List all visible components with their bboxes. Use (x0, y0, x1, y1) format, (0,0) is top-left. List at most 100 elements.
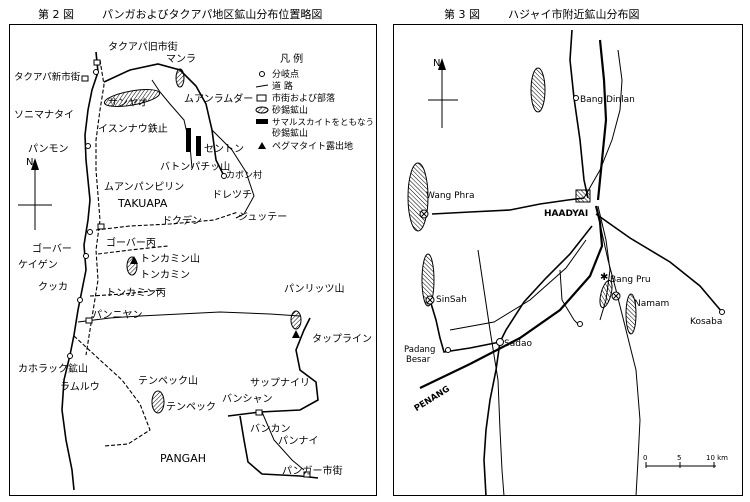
mine-north (530, 67, 546, 113)
river-fig2 (77, 311, 301, 323)
figure-3-map: N (404, 29, 728, 497)
north-label-fig2: N (26, 157, 33, 168)
mine-namam (625, 293, 637, 335)
town-pangamachi (303, 471, 311, 478)
label-kosaba: Kosaba (690, 317, 722, 327)
label-gobasan: ゴーバー丙 (106, 236, 156, 249)
town-padang (445, 347, 451, 353)
railway-south (599, 223, 641, 497)
town-tak-old (93, 59, 101, 66)
label-ismo: イスンナウ鉄止 (98, 122, 168, 135)
label-pannai: パンナイ (278, 435, 319, 447)
figure-2-caption: パンガおよびタクアパ地区鉱山分布位置略図 (102, 8, 323, 21)
label-namam: Namam (634, 299, 669, 309)
label-sanyao: サンヤオ (108, 97, 148, 109)
kabon-road-fig2 (211, 129, 255, 219)
label-penang: PENANG (413, 384, 452, 414)
railway-padang-link (449, 239, 587, 331)
east-road-fig2 (103, 63, 225, 177)
road-south-alt (559, 269, 581, 327)
town-haadyai (575, 189, 591, 203)
label-tonkamin-hei: トンカミン丙 (106, 287, 166, 299)
label-bang-dinlan: Bang Dinlan (580, 95, 635, 105)
junction-fig2-g (221, 173, 227, 179)
label-ramuru: ラムルウ (60, 381, 100, 393)
label-sonimanatai: ソニマナタイ (14, 109, 74, 121)
figure-2-title: 第 2 図 パンガおよびタクアパ地区鉱山分布位置略図 (38, 6, 322, 22)
town-sadao (496, 338, 504, 346)
mine-sanyao (103, 89, 161, 107)
legend-symbol-junction (259, 71, 265, 77)
label-kukka: クッカ (38, 281, 68, 293)
pegmatite-panrittsu (292, 330, 300, 338)
label-panniyan: パンニヤン (92, 309, 143, 321)
label-tak-new: タクアパ新市街 (14, 71, 81, 83)
label-pankan: バンカン (250, 423, 291, 435)
mine-wang-phra (407, 162, 429, 232)
junction-fig3-a (577, 321, 583, 327)
road-south-sadao (483, 341, 501, 497)
label-tonkamin: トンカミン (140, 269, 190, 281)
legend-symbol-mine (255, 106, 269, 114)
figure-3-title: 第 3 図 ハジャイ市附近鉱山分布図 (444, 6, 639, 22)
mine-tenpek (151, 390, 165, 414)
figure-2-map: N (14, 40, 374, 491)
figure-3-frame (393, 24, 743, 496)
scale-tick-5: 5 (677, 454, 681, 462)
town-tak-new (81, 75, 89, 82)
label-panshan: バンシャン (222, 393, 273, 405)
pannai-road (261, 411, 305, 471)
figure-3-caption: ハジャイ市附近鉱山分布図 (508, 8, 640, 21)
road-south-haadyai (597, 205, 611, 321)
label-haadyai: HAADYAI (544, 209, 588, 219)
legend-heading: 凡 例 (280, 52, 303, 65)
label-besar: Besar (406, 355, 431, 365)
label-tappurain: タップライン (312, 333, 372, 345)
town-kosaba (719, 309, 725, 315)
legend-symbol-pegmatite (258, 142, 266, 149)
junction-fig2-a (93, 69, 99, 75)
junction-fig2-e (77, 297, 83, 303)
north-label-fig3: N (433, 58, 440, 69)
mine-patoppunom (186, 128, 191, 152)
label-patoppunom: バトンパチッ山 (160, 161, 230, 173)
label-muanpanpirin: ムアンパンピリン (104, 181, 184, 193)
bang-pru-star: ✱ (600, 272, 608, 283)
label-takuapa: TAKUAPA (117, 197, 168, 210)
town-pankan (255, 409, 263, 416)
label-manra: マンラ (166, 53, 196, 65)
mine-sinsah (421, 253, 435, 307)
label-tenpekyama: テンペック山 (138, 375, 198, 387)
road-north-east (583, 49, 623, 199)
label-sappunairi: サップナイリ (250, 377, 310, 389)
label-pangah: PANGAH (160, 452, 206, 465)
junction-fig2-c (87, 229, 93, 235)
label-sadao: Sadao (504, 339, 532, 349)
legend-item-6: 砂錫鉱山 (272, 127, 308, 139)
figure-2-number: 第 2 図 (38, 8, 74, 21)
town-panniyan (85, 317, 93, 324)
label-dokuden: ドクデン (162, 214, 202, 227)
legend-item-4: 砂錫鉱山 (272, 104, 308, 116)
legend-item-3: 市街および部落 (272, 92, 335, 104)
label-kabon: カボン村 (226, 169, 262, 181)
label-jutte: ジュッテー (238, 212, 287, 223)
mine-manra (175, 68, 185, 88)
label-padang: Padang (404, 345, 435, 355)
figure-3-number: 第 3 図 (444, 8, 480, 21)
goba-road (97, 245, 169, 255)
legend-symbol-samarskite (256, 119, 268, 124)
label-panmon: パンモン (28, 143, 69, 155)
label-senton: セントン (204, 143, 244, 155)
mine-panrittsu (290, 310, 302, 330)
mine-senton-bar (196, 136, 201, 156)
label-sinsah: SinSah (436, 295, 467, 305)
figure-2-frame (9, 24, 377, 496)
label-tonkamin-yama: トンカミン山 (140, 253, 200, 265)
label-tak-old: タクアパ旧市街 (108, 40, 178, 53)
pangah-south-road (239, 415, 319, 479)
label-kumrak: カホラック鉱山 (18, 362, 88, 375)
label-bang-pru: Bang Pru (610, 275, 651, 285)
railway-north (596, 39, 608, 201)
